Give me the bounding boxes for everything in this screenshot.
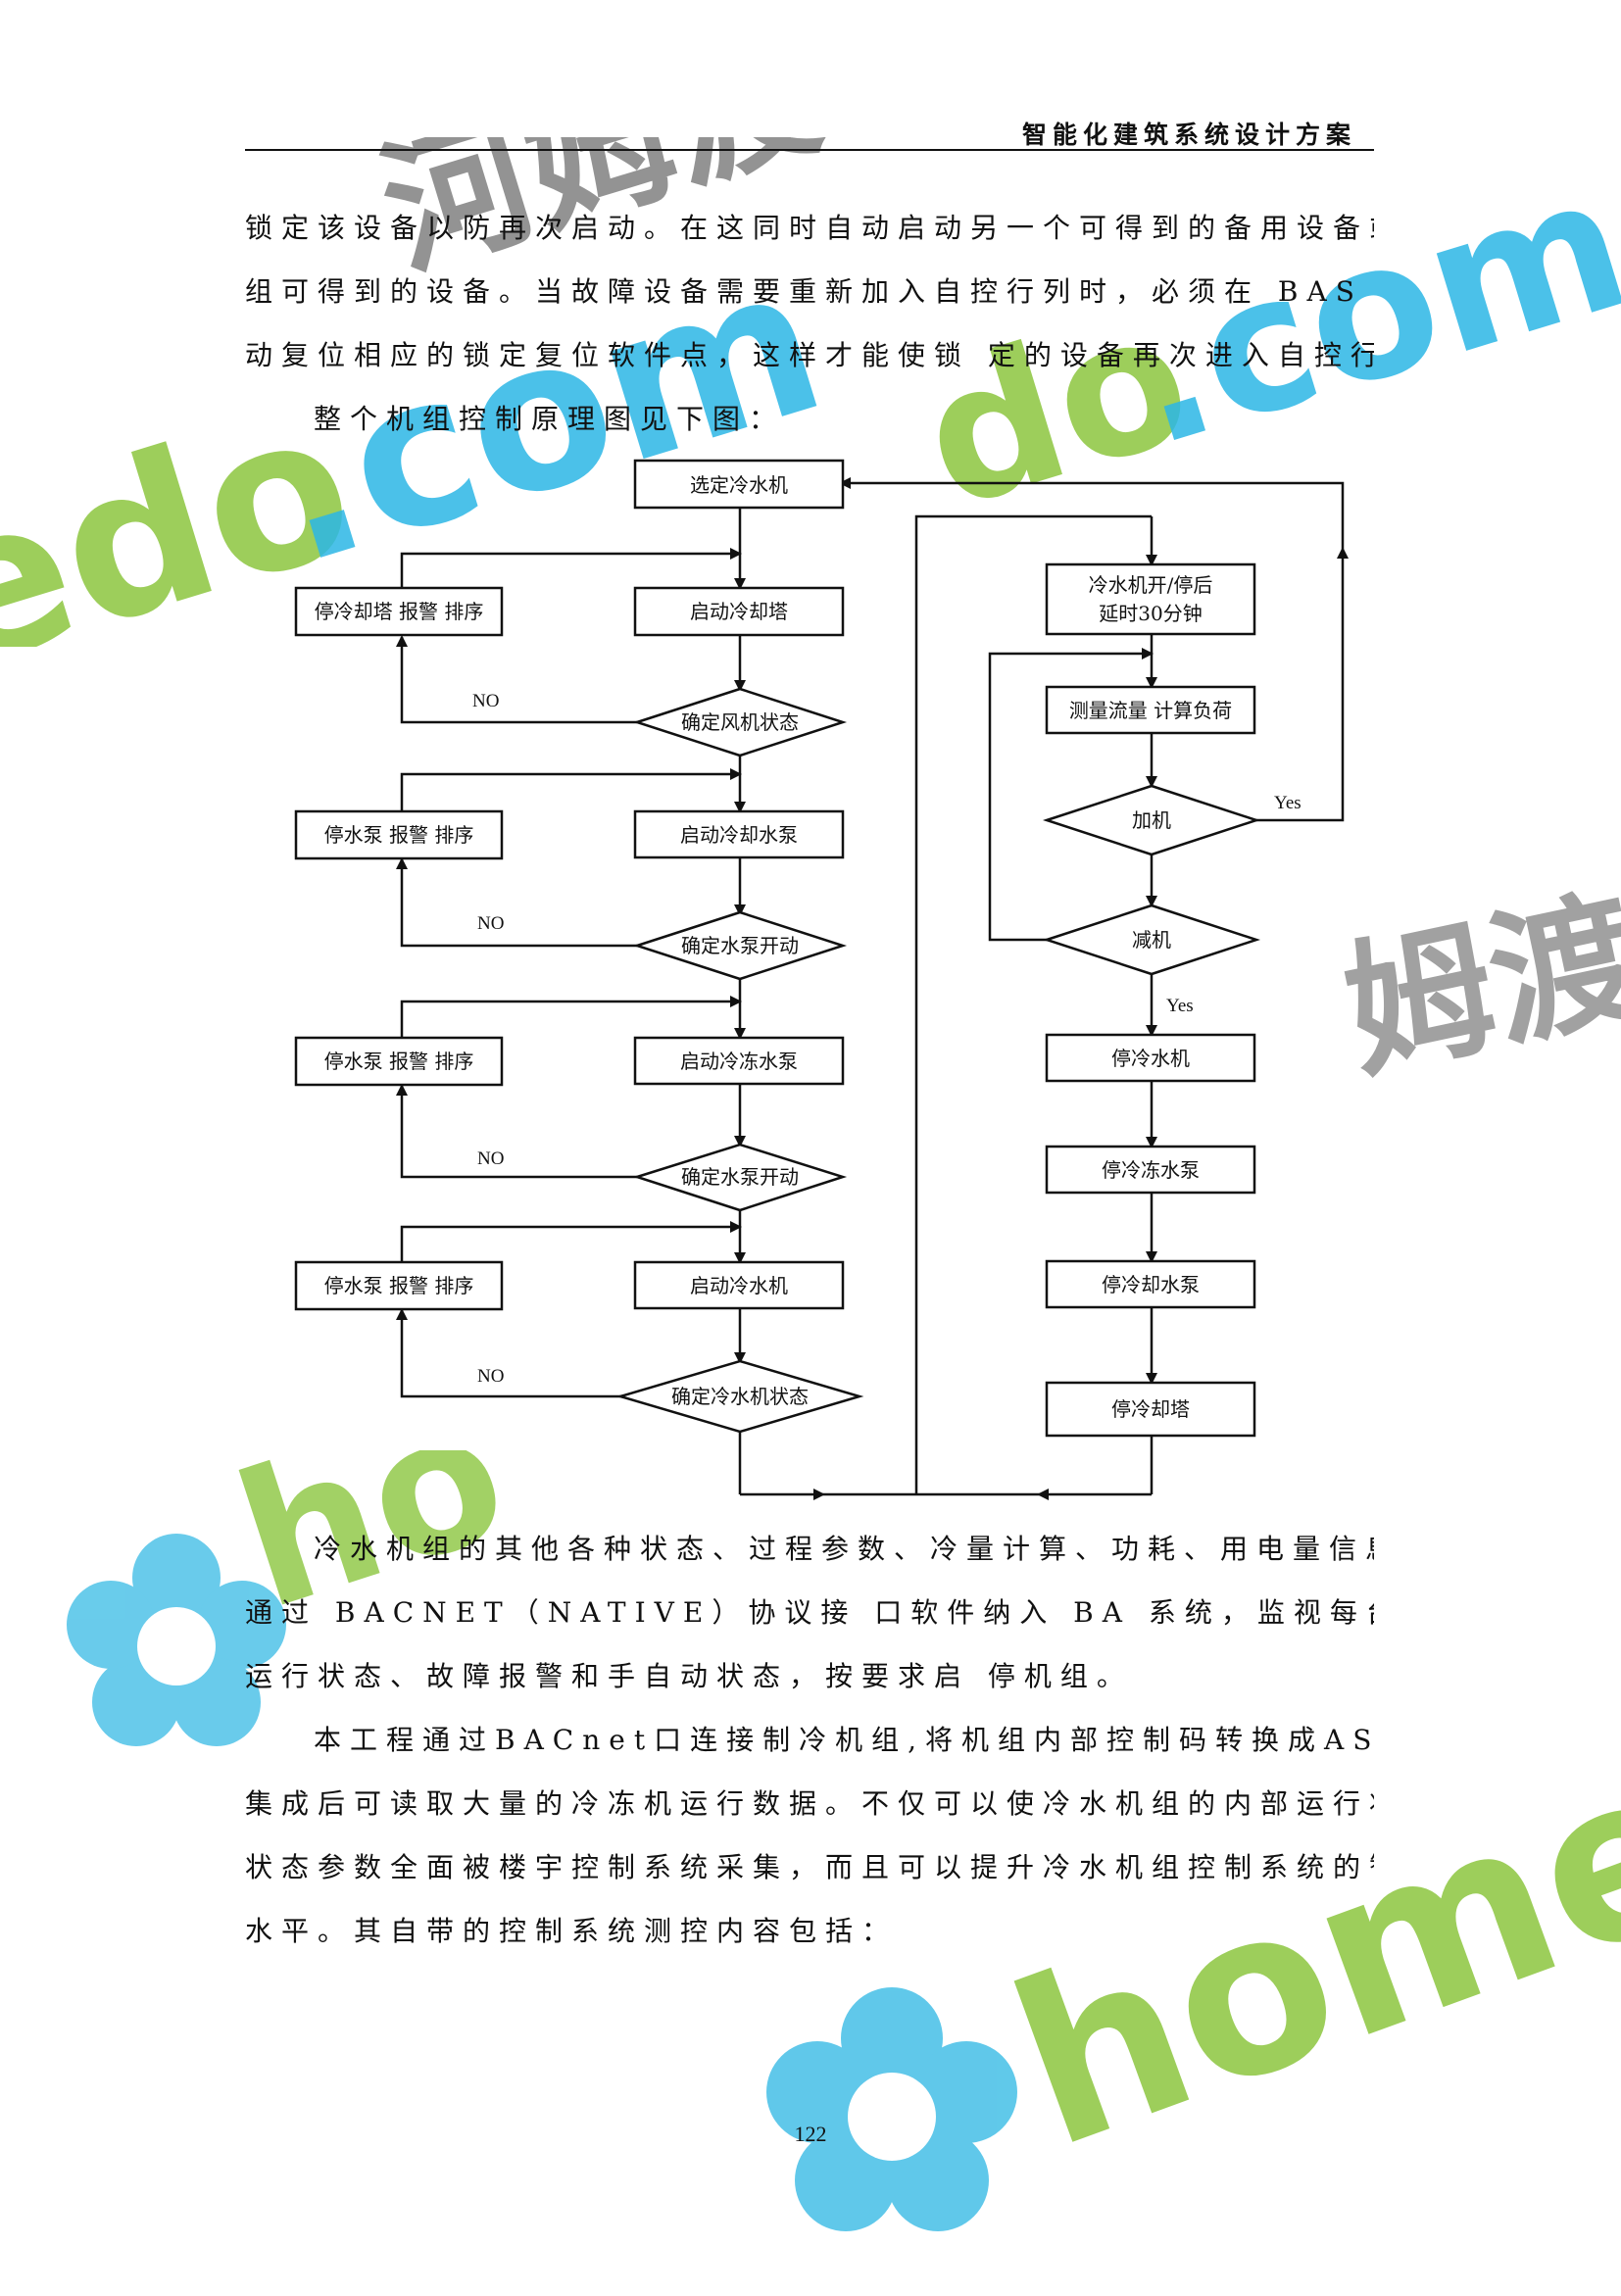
label-no-2: NO xyxy=(477,913,504,934)
label-check-pump-1: 确定水泵开动 xyxy=(681,934,799,957)
control-flowchart: 选定冷水机 启动冷却塔 停冷却塔 报警 排序 确定风机状态 启动冷却水泵 停水泵… xyxy=(294,459,1349,1500)
diamond-check-fan xyxy=(632,687,848,757)
box-stop-pump-alarm-3 xyxy=(294,1260,504,1311)
page-header: 智能化建筑系统设计方案 xyxy=(245,110,1374,151)
label-reduce: 减机 xyxy=(1132,928,1171,952)
box-delay xyxy=(1045,562,1256,636)
label-check-fan: 确定风机状态 xyxy=(681,710,799,734)
label-stop-cooling-pump: 停冷却水泵 xyxy=(1102,1273,1200,1296)
label-no-3: NO xyxy=(477,1148,504,1169)
label-stop-chilled-pump: 停冷冻水泵 xyxy=(1102,1158,1200,1182)
label-start-chilled-pump: 启动冷冻水泵 xyxy=(680,1050,798,1073)
diamond-check-pump-2 xyxy=(632,1143,848,1212)
label-stop-pump-alarm-2: 停水泵 报警 排序 xyxy=(324,1050,474,1073)
paragraph-2: 冷水机组的其他各种状态、过程参数、冷量计算、功耗、用电量信息等 通过 BACNE… xyxy=(245,1517,1374,1708)
watermark-top: edo .com 河姆渡 do .com xyxy=(0,7,1621,716)
label-no-4: NO xyxy=(477,1366,504,1387)
label-stop-tower-alarm: 停冷却塔 报警 排序 xyxy=(315,600,484,623)
box-stop-cooling-pump xyxy=(1045,1259,1256,1309)
box-start-tower xyxy=(633,586,845,637)
flower-logo-icon xyxy=(67,1534,286,1746)
flower-logo-icon xyxy=(766,1987,1017,2231)
label-delay-line2: 延时30分钟 xyxy=(1099,602,1202,625)
label-yes-reduce: Yes xyxy=(1166,996,1194,1016)
paragraph-3: 本工程通过BACnet口连接制冷机组,将机组内部控制码转换成ASCII码。 集成… xyxy=(245,1708,1374,1963)
paragraph-line: 集成后可读取大量的冷冻机运行数据。不仅可以使冷水机组的内部运行状态 xyxy=(245,1787,1374,1820)
box-stop-pump-alarm-1 xyxy=(294,809,504,860)
box-stop-chilled-pump xyxy=(1045,1145,1256,1195)
label-delay-line1: 冷水机开/停后 xyxy=(1089,573,1213,597)
label-start-cooling-pump: 启动冷却水泵 xyxy=(680,823,798,847)
label-select-chiller: 选定冷水机 xyxy=(690,473,788,497)
header-title: 智能化建筑系统设计方案 xyxy=(1021,121,1356,149)
figure-intro: 整个机组控制原理图见下图： xyxy=(314,403,786,435)
diamond-check-chiller xyxy=(615,1359,864,1434)
label-start-tower: 启动冷却塔 xyxy=(690,600,788,623)
diamond-reduce xyxy=(1042,904,1261,976)
box-start-chiller xyxy=(633,1260,845,1310)
paragraph-line: 动复位相应的锁定复位软件点，这样才能使锁 定的设备再次进入自控行列。 xyxy=(245,339,1374,371)
label-stop-tower: 停冷却塔 xyxy=(1111,1397,1190,1421)
box-stop-chiller xyxy=(1045,1033,1256,1083)
watermark-homedo-top: edo .com 河姆渡 do .com xyxy=(0,7,1621,716)
label-stop-chiller: 停冷水机 xyxy=(1111,1047,1190,1070)
diamond-check-pump-1 xyxy=(632,910,848,981)
paragraph-line: 水平。其自带的控制系统测控内容包括： xyxy=(245,1915,899,1947)
paragraph-line: 本工程通过BACnet口连接制冷机组,将机组内部控制码转换成ASCII码。 xyxy=(314,1724,1374,1756)
paragraph-line: 冷水机组的其他各种状态、过程参数、冷量计算、功耗、用电量信息等 xyxy=(314,1533,1374,1565)
box-select-chiller xyxy=(633,459,845,510)
paragraph-line: 组可得到的设备。当故障设备需要重新加入自控行列时，必须在 BAS 终端手 xyxy=(245,275,1374,308)
paragraph-line: 锁定该设备以防再次启动。在这同时自动启动另一个可得到的备用设备或一 xyxy=(245,212,1374,244)
paragraph-line: 运行状态、故障报警和手自动状态，按要求启 停机组。 xyxy=(245,1660,1133,1692)
label-measure: 测量流量 计算负荷 xyxy=(1069,699,1232,722)
label-no-1: NO xyxy=(472,691,499,711)
box-stop-pump-alarm-2 xyxy=(294,1036,504,1087)
watermark-right-chinese: 姆渡 xyxy=(1331,862,1621,1100)
label-yes-add: Yes xyxy=(1274,793,1302,813)
paragraph-line: 状态参数全面被楼宇控制系统采集，而且可以提升冷水机组控制系统的智能 xyxy=(245,1851,1374,1883)
label-check-chiller: 确定冷水机状态 xyxy=(671,1385,809,1408)
box-start-cooling-pump xyxy=(633,809,845,859)
box-start-chilled-pump xyxy=(633,1036,845,1086)
label-stop-pump-alarm-1: 停水泵 报警 排序 xyxy=(324,823,474,847)
label-start-chiller: 启动冷水机 xyxy=(690,1274,788,1297)
box-stop-tower-alarm xyxy=(294,586,504,637)
diamond-add xyxy=(1042,784,1261,856)
label-add: 加机 xyxy=(1132,808,1171,832)
paragraph-line: 通过 BACNET（NATIVE）协议接 口软件纳入 BA 系统，监视每台冷水机… xyxy=(245,1596,1374,1629)
paragraph-1: 锁定该设备以防再次启动。在这同时自动启动另一个可得到的备用设备或一 组可得到的设… xyxy=(245,196,1374,451)
label-check-pump-2: 确定水泵开动 xyxy=(681,1165,799,1189)
box-stop-tower xyxy=(1045,1381,1256,1438)
label-stop-pump-alarm-3: 停水泵 报警 排序 xyxy=(324,1274,474,1297)
page-number: 122 xyxy=(794,2122,827,2146)
box-measure xyxy=(1045,685,1256,735)
